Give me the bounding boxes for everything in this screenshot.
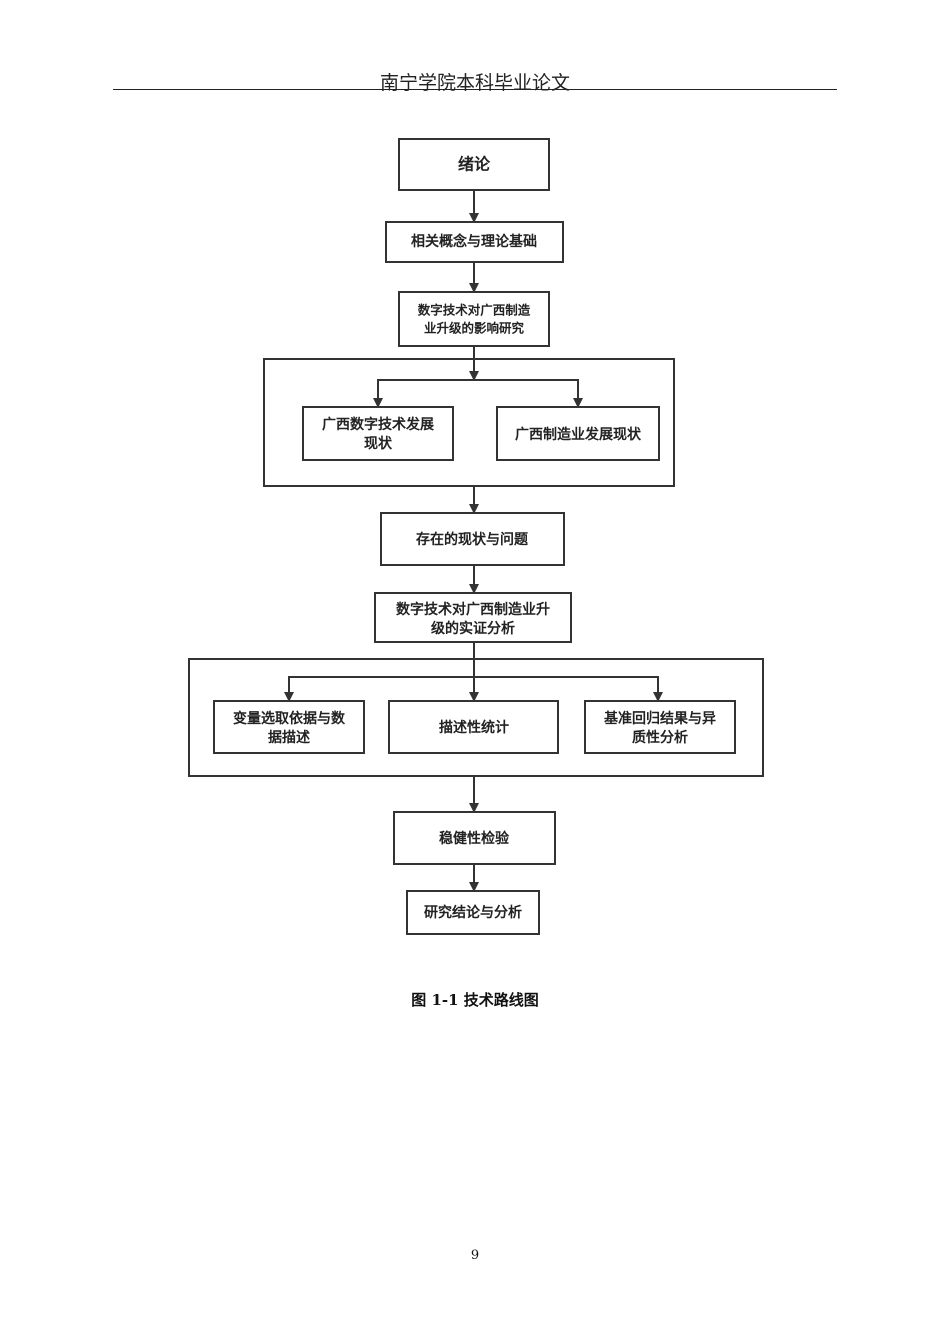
node-regression-label-line1: 基准回归结果与异 [604,710,716,727]
node-empirical-label-line1: 数字技术对广西制造业升 [396,601,550,618]
node-impact-label-line2: 业升级的影响研究 [424,321,525,336]
node-intro-label: 绪论 [458,155,491,174]
node-digital-status [302,406,454,461]
node-concepts-label: 相关概念与理论基础 [411,233,537,250]
node-robustness [393,811,556,865]
node-conclusion [406,890,540,935]
node-regression-label-line2: 质性分析 [632,729,688,746]
figure-caption: 图 1-1 技术路线图 [411,991,539,1009]
node-variables-label-line2: 据描述 [268,729,310,746]
node-mfg-status-label: 广西制造业发展现状 [515,426,642,443]
node-descriptive [388,700,559,754]
node-empirical-label-line2: 级的实证分析 [431,620,515,637]
status-group-frame [263,358,675,487]
node-impact [398,291,550,347]
node-digital-status-label-line2: 现状 [364,435,393,452]
node-robustness-label: 稳健性检验 [439,830,510,847]
page-number: 9 [470,1248,480,1263]
node-digital-status-label-line1: 广西数字技术发展 [322,416,434,433]
node-variables [213,700,365,754]
node-regression [584,700,736,754]
node-concepts [385,221,564,263]
node-empirical [374,592,572,643]
analysis-group-frame [188,658,764,777]
node-impact-label-line1: 数字技术对广西制造 [417,303,531,318]
header-rule [113,89,837,90]
node-conclusion-label: 研究结论与分析 [424,904,522,921]
node-mfg-status [496,406,660,461]
page-header-title: 南宁学院本科毕业论文 [379,72,570,94]
node-problems [380,512,565,566]
node-descriptive-label: 描述性统计 [439,719,509,736]
node-variables-label-line1: 变量选取依据与数 [233,710,346,727]
branch-status [377,379,579,407]
node-problems-label: 存在的现状与问题 [416,531,529,548]
node-intro [398,138,550,191]
